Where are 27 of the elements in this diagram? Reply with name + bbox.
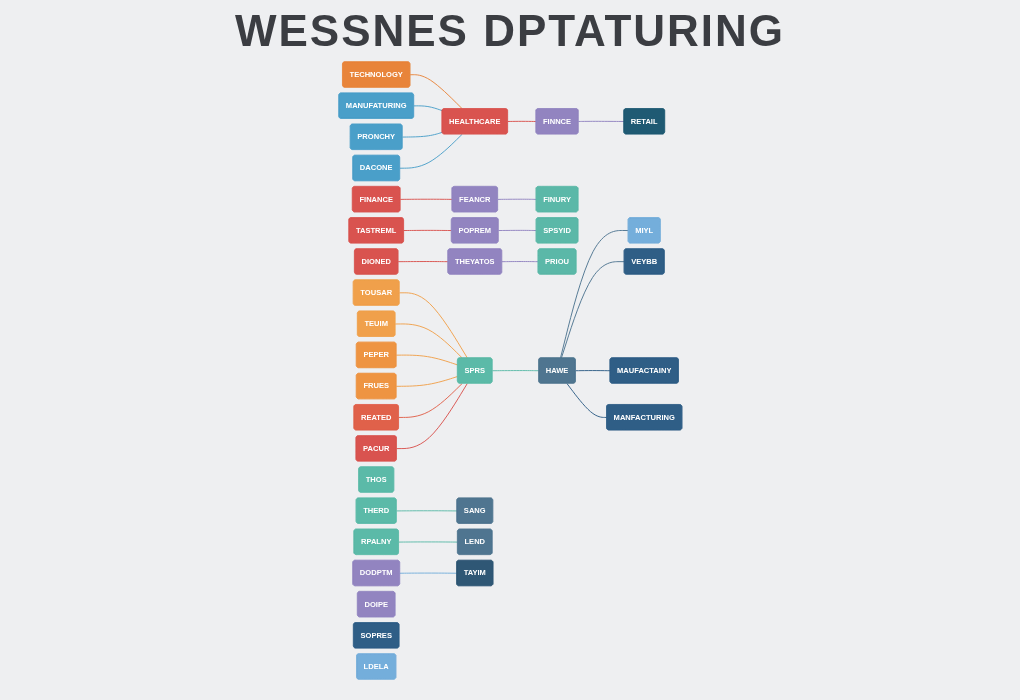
connector [497,198,537,200]
connector [399,572,457,574]
connector [394,323,463,359]
connector [402,229,452,231]
connector [577,120,625,122]
connector [574,370,611,372]
connector [397,261,449,263]
connector [491,370,539,372]
diagram-title: WESSNES DPTATURING [233,6,787,56]
connector [399,198,453,200]
connector [559,230,629,359]
connector [501,261,539,263]
connector [395,510,458,512]
connector [507,120,537,122]
connector [395,383,468,450]
connector [409,74,463,110]
connector [497,229,537,231]
connector [397,383,463,418]
connector [399,133,463,169]
connector [413,105,443,112]
connector [566,383,607,418]
connector [398,292,468,359]
connector [397,541,458,543]
connector [401,131,443,138]
connector [395,354,458,366]
connector [560,261,625,359]
connector [395,376,458,387]
